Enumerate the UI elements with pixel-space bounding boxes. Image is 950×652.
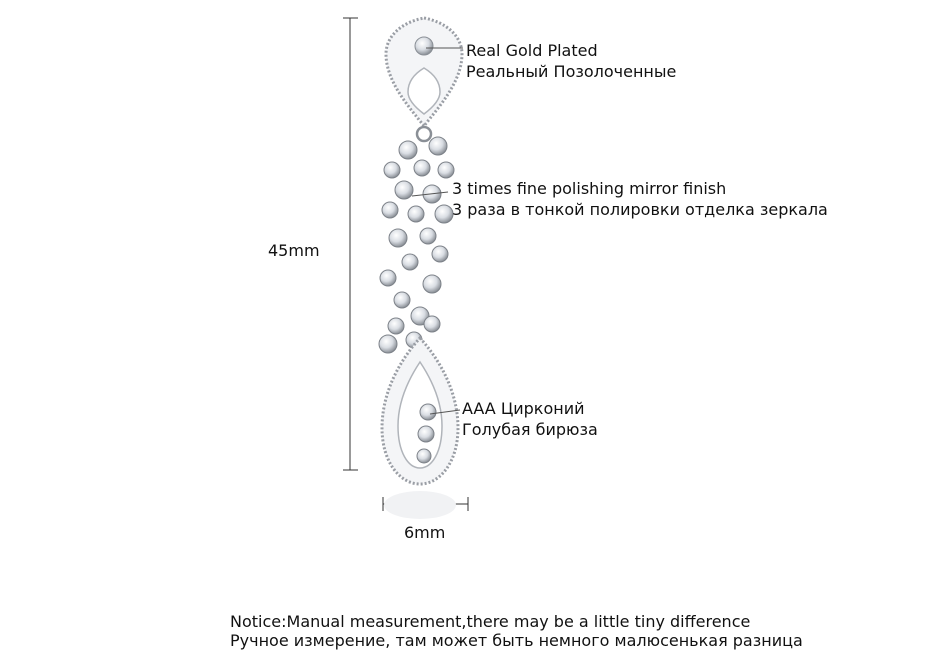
- notice-ru: Ручное измерение, там может быть немного…: [230, 631, 803, 650]
- height-dimension-line: [343, 17, 358, 471]
- callout-polishing-ru: 3 раза в тонкой полировки отделка зеркал…: [452, 200, 828, 219]
- width-dimension-label: 6mm: [404, 523, 446, 542]
- top-teardrop-pendant: [384, 16, 464, 143]
- notice-en: Notice:Manual measurement,there may be a…: [230, 612, 751, 631]
- callout-line-3: [429, 409, 461, 415]
- callout-zirconium: AAA Цирконий Голубая бирюза: [462, 398, 598, 440]
- callout-gold-plated: Real Gold Plated Реальный Позолоченные: [466, 40, 676, 82]
- callout-zirconium-en: AAA Цирконий: [462, 399, 585, 418]
- callout-polishing-en: 3 times fine polishing mirror finish: [452, 179, 727, 198]
- height-dimension-label: 45mm: [268, 241, 320, 260]
- callout-line-2: [411, 191, 449, 197]
- earring-reflection: [384, 491, 456, 519]
- callout-gold-plated-ru: Реальный Позолоченные: [466, 62, 677, 81]
- bottom-teardrop-pendant: [380, 335, 460, 486]
- callout-gold-plated-en: Real Gold Plated: [466, 41, 598, 60]
- middle-stone-cluster: [378, 136, 455, 354]
- notice: Notice:Manual measurement,there may be a…: [230, 612, 803, 650]
- callout-zirconium-ru: Голубая бирюза: [462, 420, 598, 439]
- callout-polishing: 3 times fine polishing mirror finish 3 р…: [452, 178, 828, 220]
